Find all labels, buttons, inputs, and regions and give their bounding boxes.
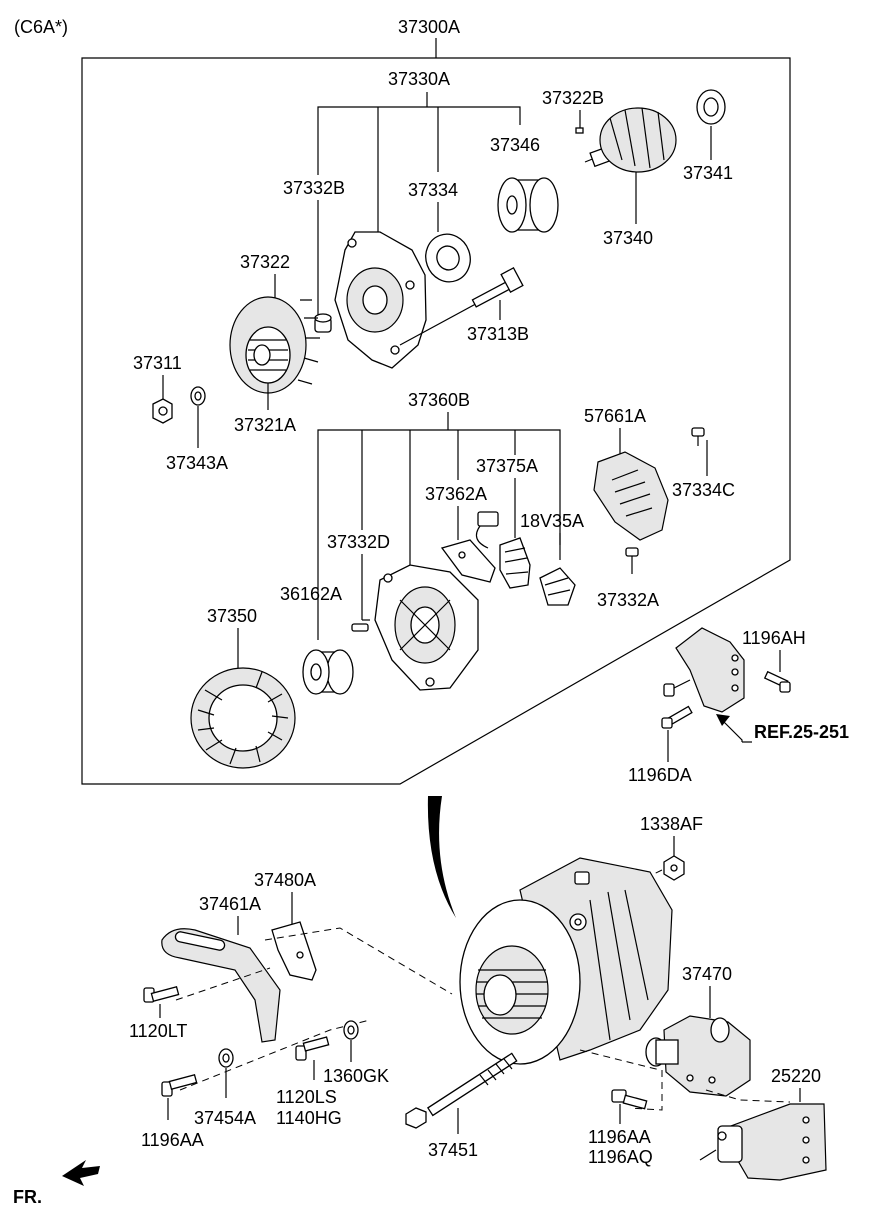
washer-37343A <box>190 386 206 406</box>
label-37332A[interactable]: 37332A <box>597 590 659 610</box>
washer-1360GK <box>343 1020 359 1040</box>
label-37461A[interactable]: 37461A <box>199 894 261 914</box>
label-37322B[interactable]: 37322B <box>542 88 604 108</box>
bolt-37313B <box>399 267 524 346</box>
alternator-assembly <box>459 857 673 1065</box>
guide-1196AA-right <box>629 1070 663 1111</box>
label-37451[interactable]: 37451 <box>428 1140 478 1160</box>
label-37470[interactable]: 37470 <box>682 964 732 984</box>
label-37350[interactable]: 37350 <box>207 606 257 626</box>
adjusting-bar-37461A <box>161 928 281 1043</box>
front-arrow-icon <box>62 1160 100 1186</box>
label-37362A[interactable]: 37362A <box>425 484 487 504</box>
label-37340[interactable]: 37340 <box>603 228 653 248</box>
label-37360B[interactable]: 37360B <box>408 390 470 410</box>
bearing-37346 <box>497 177 559 233</box>
key-37322B <box>575 127 584 134</box>
label-1196AA-right[interactable]: 1196AA <box>588 1127 651 1147</box>
label-37334C[interactable]: 37334C <box>672 480 735 500</box>
pulley-37321A <box>245 326 291 384</box>
mount-bracket <box>663 627 745 713</box>
label-37454A[interactable]: 37454A <box>194 1108 256 1128</box>
bolt-1196DA <box>661 705 693 729</box>
label-1196AQ[interactable]: 1196AQ <box>588 1147 653 1167</box>
label-37341[interactable]: 37341 <box>683 163 733 183</box>
label-25220[interactable]: 25220 <box>771 1066 821 1086</box>
label-ref-25-251[interactable]: REF.25-251 <box>754 722 849 742</box>
label-37313B[interactable]: 37313B <box>467 324 529 344</box>
bolt-1196AH <box>763 670 791 693</box>
bracket-25220 <box>699 1103 827 1181</box>
nut-1338AF <box>663 855 685 881</box>
stud-37332D <box>351 619 370 632</box>
label-1360GK[interactable]: 1360GK <box>323 1066 389 1086</box>
rectifier-37375A <box>499 537 531 589</box>
rotor-37340 <box>584 107 677 173</box>
variant-label: (C6A*) <box>14 17 68 37</box>
guide-37470 <box>579 1049 661 1071</box>
screw-37332A <box>625 547 639 574</box>
label-37311[interactable]: 37311 <box>133 353 182 373</box>
bolt-1196AA-left <box>161 1073 198 1097</box>
label-37334[interactable]: 37334 <box>408 180 458 200</box>
regulator-18V35A <box>539 567 576 606</box>
bearing-36162A <box>302 649 354 695</box>
label-1196DA[interactable]: 1196DA <box>628 765 692 785</box>
label-1196AA-left[interactable]: 1196AA <box>141 1130 204 1150</box>
label-18V35A[interactable]: 18V35A <box>520 511 584 531</box>
front-housing <box>334 231 427 369</box>
label-1120LT[interactable]: 1120LT <box>129 1021 187 1041</box>
label-37330A[interactable]: 37330A <box>388 69 450 89</box>
label-57661A[interactable]: 57661A <box>584 406 646 426</box>
label-37332D[interactable]: 37332D <box>327 532 390 552</box>
cover-57661A <box>593 451 669 541</box>
label-37346[interactable]: 37346 <box>490 135 540 155</box>
bolt-1120LS <box>295 1036 330 1061</box>
brush-holder-37362A <box>440 511 499 583</box>
label-1196AH[interactable]: 1196AH <box>742 628 806 648</box>
label-1120LS[interactable]: 1120LS <box>276 1087 337 1107</box>
assembly-boundary <box>81 57 791 785</box>
rear-housing <box>374 564 479 691</box>
label-37332B[interactable]: 37332B <box>283 178 345 198</box>
label-37300A[interactable]: 37300A <box>398 17 460 37</box>
guide-1120LT <box>175 967 271 1001</box>
label-36162A[interactable]: 36162A <box>280 584 342 604</box>
bracket-37470 <box>645 1015 751 1097</box>
bearing-37341 <box>696 89 726 125</box>
bearing-37334 <box>425 233 471 283</box>
label-37321A[interactable]: 37321A <box>234 415 296 435</box>
guide-lower <box>179 1019 371 1091</box>
bracket-37330A <box>317 106 521 175</box>
label-fr: FR. <box>13 1187 42 1207</box>
screw-37334C <box>691 427 705 446</box>
bracket-37360B <box>317 429 561 640</box>
label-37322[interactable]: 37322 <box>240 252 290 272</box>
bolt-1196AA-right <box>611 1089 648 1110</box>
bolt-37332B <box>314 313 332 333</box>
label-1140HG[interactable]: 1140HG <box>276 1108 342 1128</box>
guide-upper <box>264 927 453 995</box>
nut-37311 <box>152 398 173 424</box>
label-37480A[interactable]: 37480A <box>254 870 316 890</box>
label-1338AF[interactable]: 1338AF <box>640 814 703 834</box>
bolt-37451 <box>405 1052 518 1129</box>
assembly-arrow <box>427 796 456 918</box>
washer-37454A <box>218 1048 234 1068</box>
label-37343A[interactable]: 37343A <box>166 453 228 473</box>
label-37375A[interactable]: 37375A <box>476 456 538 476</box>
bracket-37480A <box>271 921 317 981</box>
stator-37350 <box>190 667 296 769</box>
ref-arrow <box>716 714 752 743</box>
bolt-1120LT <box>143 985 180 1003</box>
